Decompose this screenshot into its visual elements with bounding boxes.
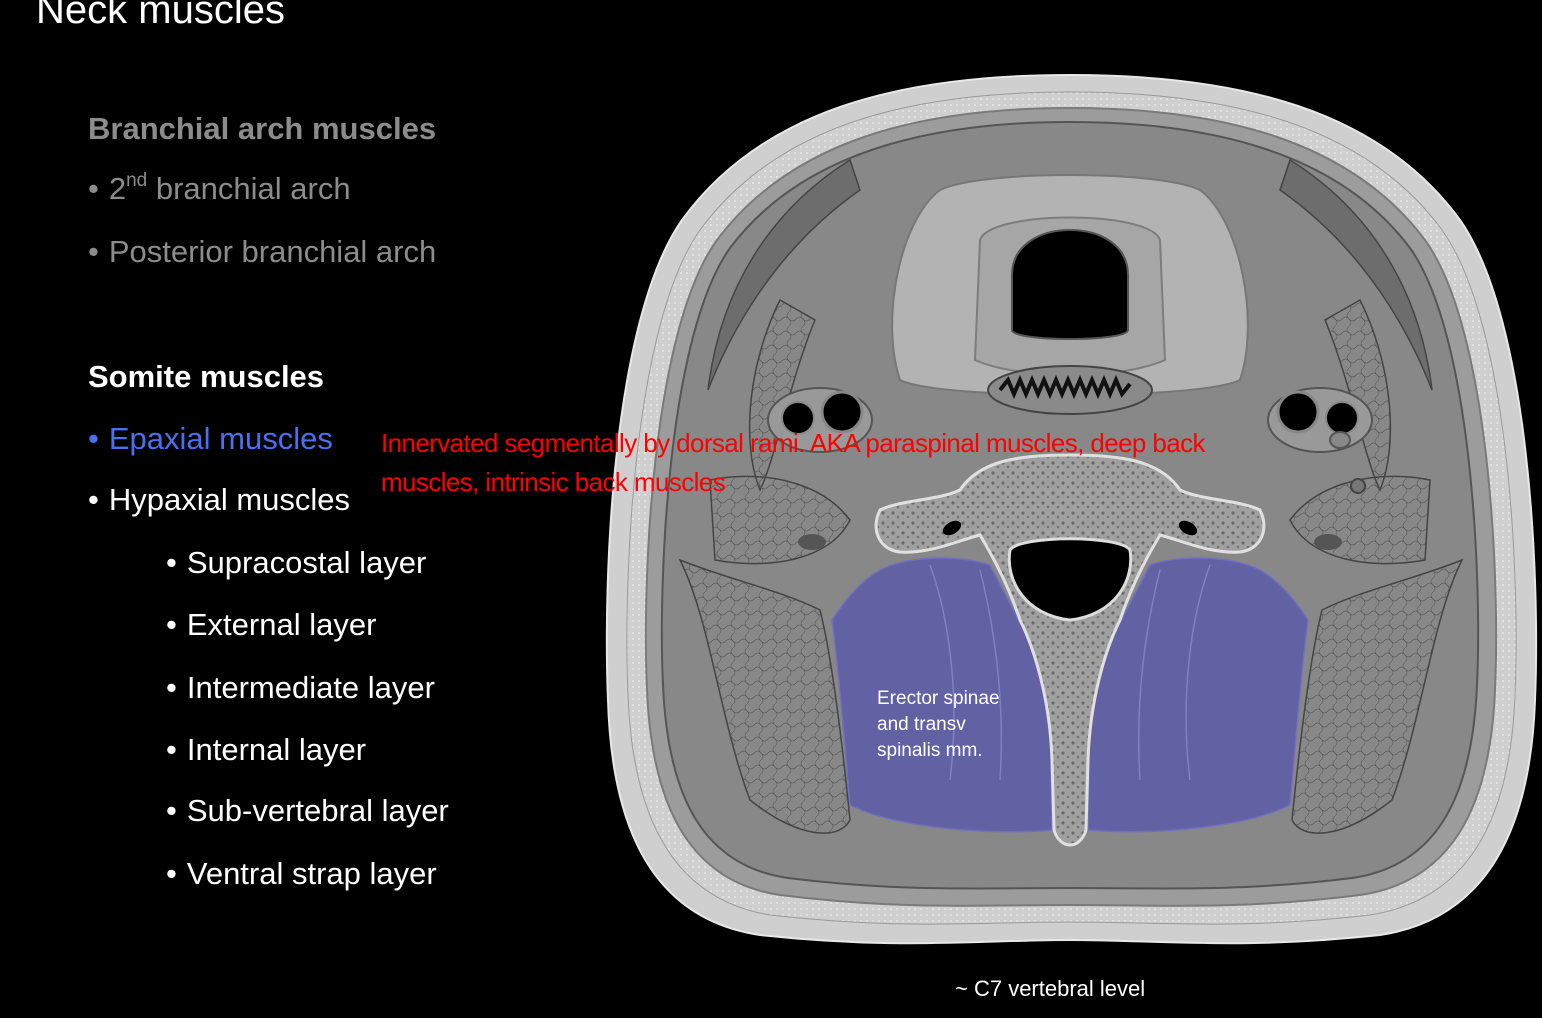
bullet-text: Supracostal layer [186, 545, 427, 580]
right-carotid-artery [1276, 390, 1320, 434]
epaxial-annotation: Innervated segmentally by dorsal rami. A… [381, 428, 1206, 497]
label-line: and transv [877, 714, 966, 735]
somite-heading: Somite muscles [88, 359, 325, 394]
esophagus-lumen [998, 374, 1132, 400]
label-line: Erector spinae [877, 688, 1000, 709]
bullet-text: Internal layer [186, 732, 367, 767]
bullet-glyph: • [166, 732, 177, 767]
branchial-heading: Branchial arch muscles [88, 111, 437, 146]
bullet-glyph: • [166, 607, 177, 642]
bullet-text: External layer [186, 607, 377, 642]
bullet-glyph: • [166, 670, 177, 705]
spinal-canal [1007, 537, 1133, 622]
left-jugular-vein [781, 401, 815, 435]
left-transverse-foramen [942, 520, 962, 536]
neck-cross-section-diagram [605, 73, 1538, 945]
ordinal-number: 2 [108, 171, 127, 206]
right-nerve-root [1314, 534, 1342, 550]
right-strap-muscle [1279, 158, 1433, 391]
bullet-epaxial: • Epaxial muscles [88, 420, 333, 457]
bullet-glyph: • [166, 793, 177, 828]
erector-spinae-label: Erector spinae and transv spinalis mm. [877, 686, 1000, 764]
bullet-layer: • Internal layer [166, 731, 366, 768]
bullet-second-branchial-arch: • 2nd branchial arch [88, 170, 351, 207]
epaxial-muscle-highlight [831, 557, 1053, 833]
vertebral-level-caption: ~ C7 vertebral level [955, 976, 1146, 1001]
ordinal-suffix: nd [126, 169, 148, 191]
right-small-vessel [1350, 478, 1366, 494]
trachea [1011, 228, 1129, 340]
slide-title: Neck muscles [36, 0, 285, 32]
right-transverse-foramen [1178, 520, 1198, 536]
bullet-text: Intermediate layer [186, 670, 435, 705]
left-strap-muscle [707, 158, 861, 391]
bullet-text: Sub-vertebral layer [186, 793, 449, 828]
left-carotid-artery [820, 390, 864, 434]
bullet-layer: • Ventral strap layer [166, 855, 437, 892]
bullet-text: Hypaxial muscles [108, 482, 351, 517]
bullet-text: branchial arch [147, 171, 351, 206]
bullet-glyph: • [166, 545, 177, 580]
label-line: spinalis mm. [877, 740, 983, 761]
bullet-layer: • Sub-vertebral layer [166, 792, 449, 829]
left-trapezius [678, 558, 851, 834]
bullet-glyph: • [88, 421, 99, 456]
esophagus [987, 365, 1153, 415]
bullet-posterior-branchial-arch: • Posterior branchial arch [88, 233, 436, 270]
bullet-glyph: • [88, 234, 99, 269]
bullet-glyph: • [88, 482, 99, 517]
right-jugular-vein [1325, 401, 1359, 435]
bullet-layer: • Intermediate layer [166, 669, 435, 706]
right-vagus-nerve [1329, 431, 1351, 449]
bullet-text: Ventral strap layer [186, 856, 437, 891]
bullet-layer: • External layer [166, 606, 376, 643]
right-trapezius [1291, 558, 1464, 834]
left-nerve-root [798, 534, 826, 550]
epaxial-muscle-layers [929, 564, 1211, 781]
bullet-glyph: • [88, 171, 99, 206]
bullet-text: Epaxial muscles [108, 421, 333, 456]
epaxial-muscle-highlight-right [1087, 557, 1309, 833]
bullet-hypaxial: • Hypaxial muscles [88, 481, 350, 518]
vertebral-body [874, 453, 1266, 847]
bullet-text: Posterior branchial arch [108, 234, 437, 269]
bullet-layer: • Supracostal layer [166, 544, 426, 581]
bullet-glyph: • [166, 856, 177, 891]
